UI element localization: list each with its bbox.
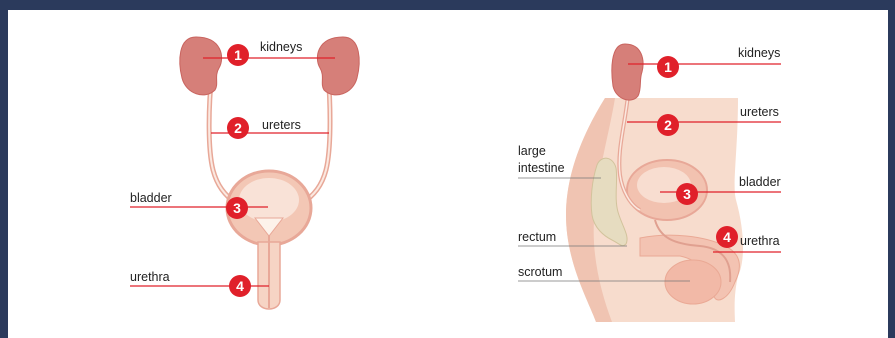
side-label-rectum: rectum xyxy=(518,230,556,244)
side-label-bladder: bladder xyxy=(739,175,781,189)
marker-3-number: 3 xyxy=(233,200,241,216)
label-urethra: urethra xyxy=(130,270,170,284)
left-kidney xyxy=(180,37,222,95)
side-kidney xyxy=(612,44,643,100)
bladder-inner xyxy=(239,178,299,222)
side-label-large-intestine-line1: large xyxy=(518,144,546,158)
label-ureters: ureters xyxy=(262,118,301,132)
right-kidney xyxy=(317,37,359,95)
side-view: 1 2 3 4 kidneys ureters bladder urethra … xyxy=(518,44,781,322)
label-bladder: bladder xyxy=(130,191,172,205)
side-marker-3-number: 3 xyxy=(683,186,691,202)
side-label-scrotum: scrotum xyxy=(518,265,562,279)
side-label-kidneys: kidneys xyxy=(738,46,780,60)
marker-1-number: 1 xyxy=(234,47,242,63)
label-kidneys: kidneys xyxy=(260,40,302,54)
marker-4-number: 4 xyxy=(236,278,244,294)
side-label-ureters: ureters xyxy=(740,105,779,119)
side-marker-1-number: 1 xyxy=(664,59,672,75)
side-label-urethra: urethra xyxy=(740,234,780,248)
front-view: 1 2 3 4 kidneys ureters bladder urethra xyxy=(130,37,359,309)
side-marker-2-number: 2 xyxy=(664,117,672,133)
side-marker-4-number: 4 xyxy=(723,229,731,245)
scrotum-shape xyxy=(665,260,721,304)
marker-2-number: 2 xyxy=(234,120,242,136)
side-label-large-intestine-line2: intestine xyxy=(518,161,565,175)
